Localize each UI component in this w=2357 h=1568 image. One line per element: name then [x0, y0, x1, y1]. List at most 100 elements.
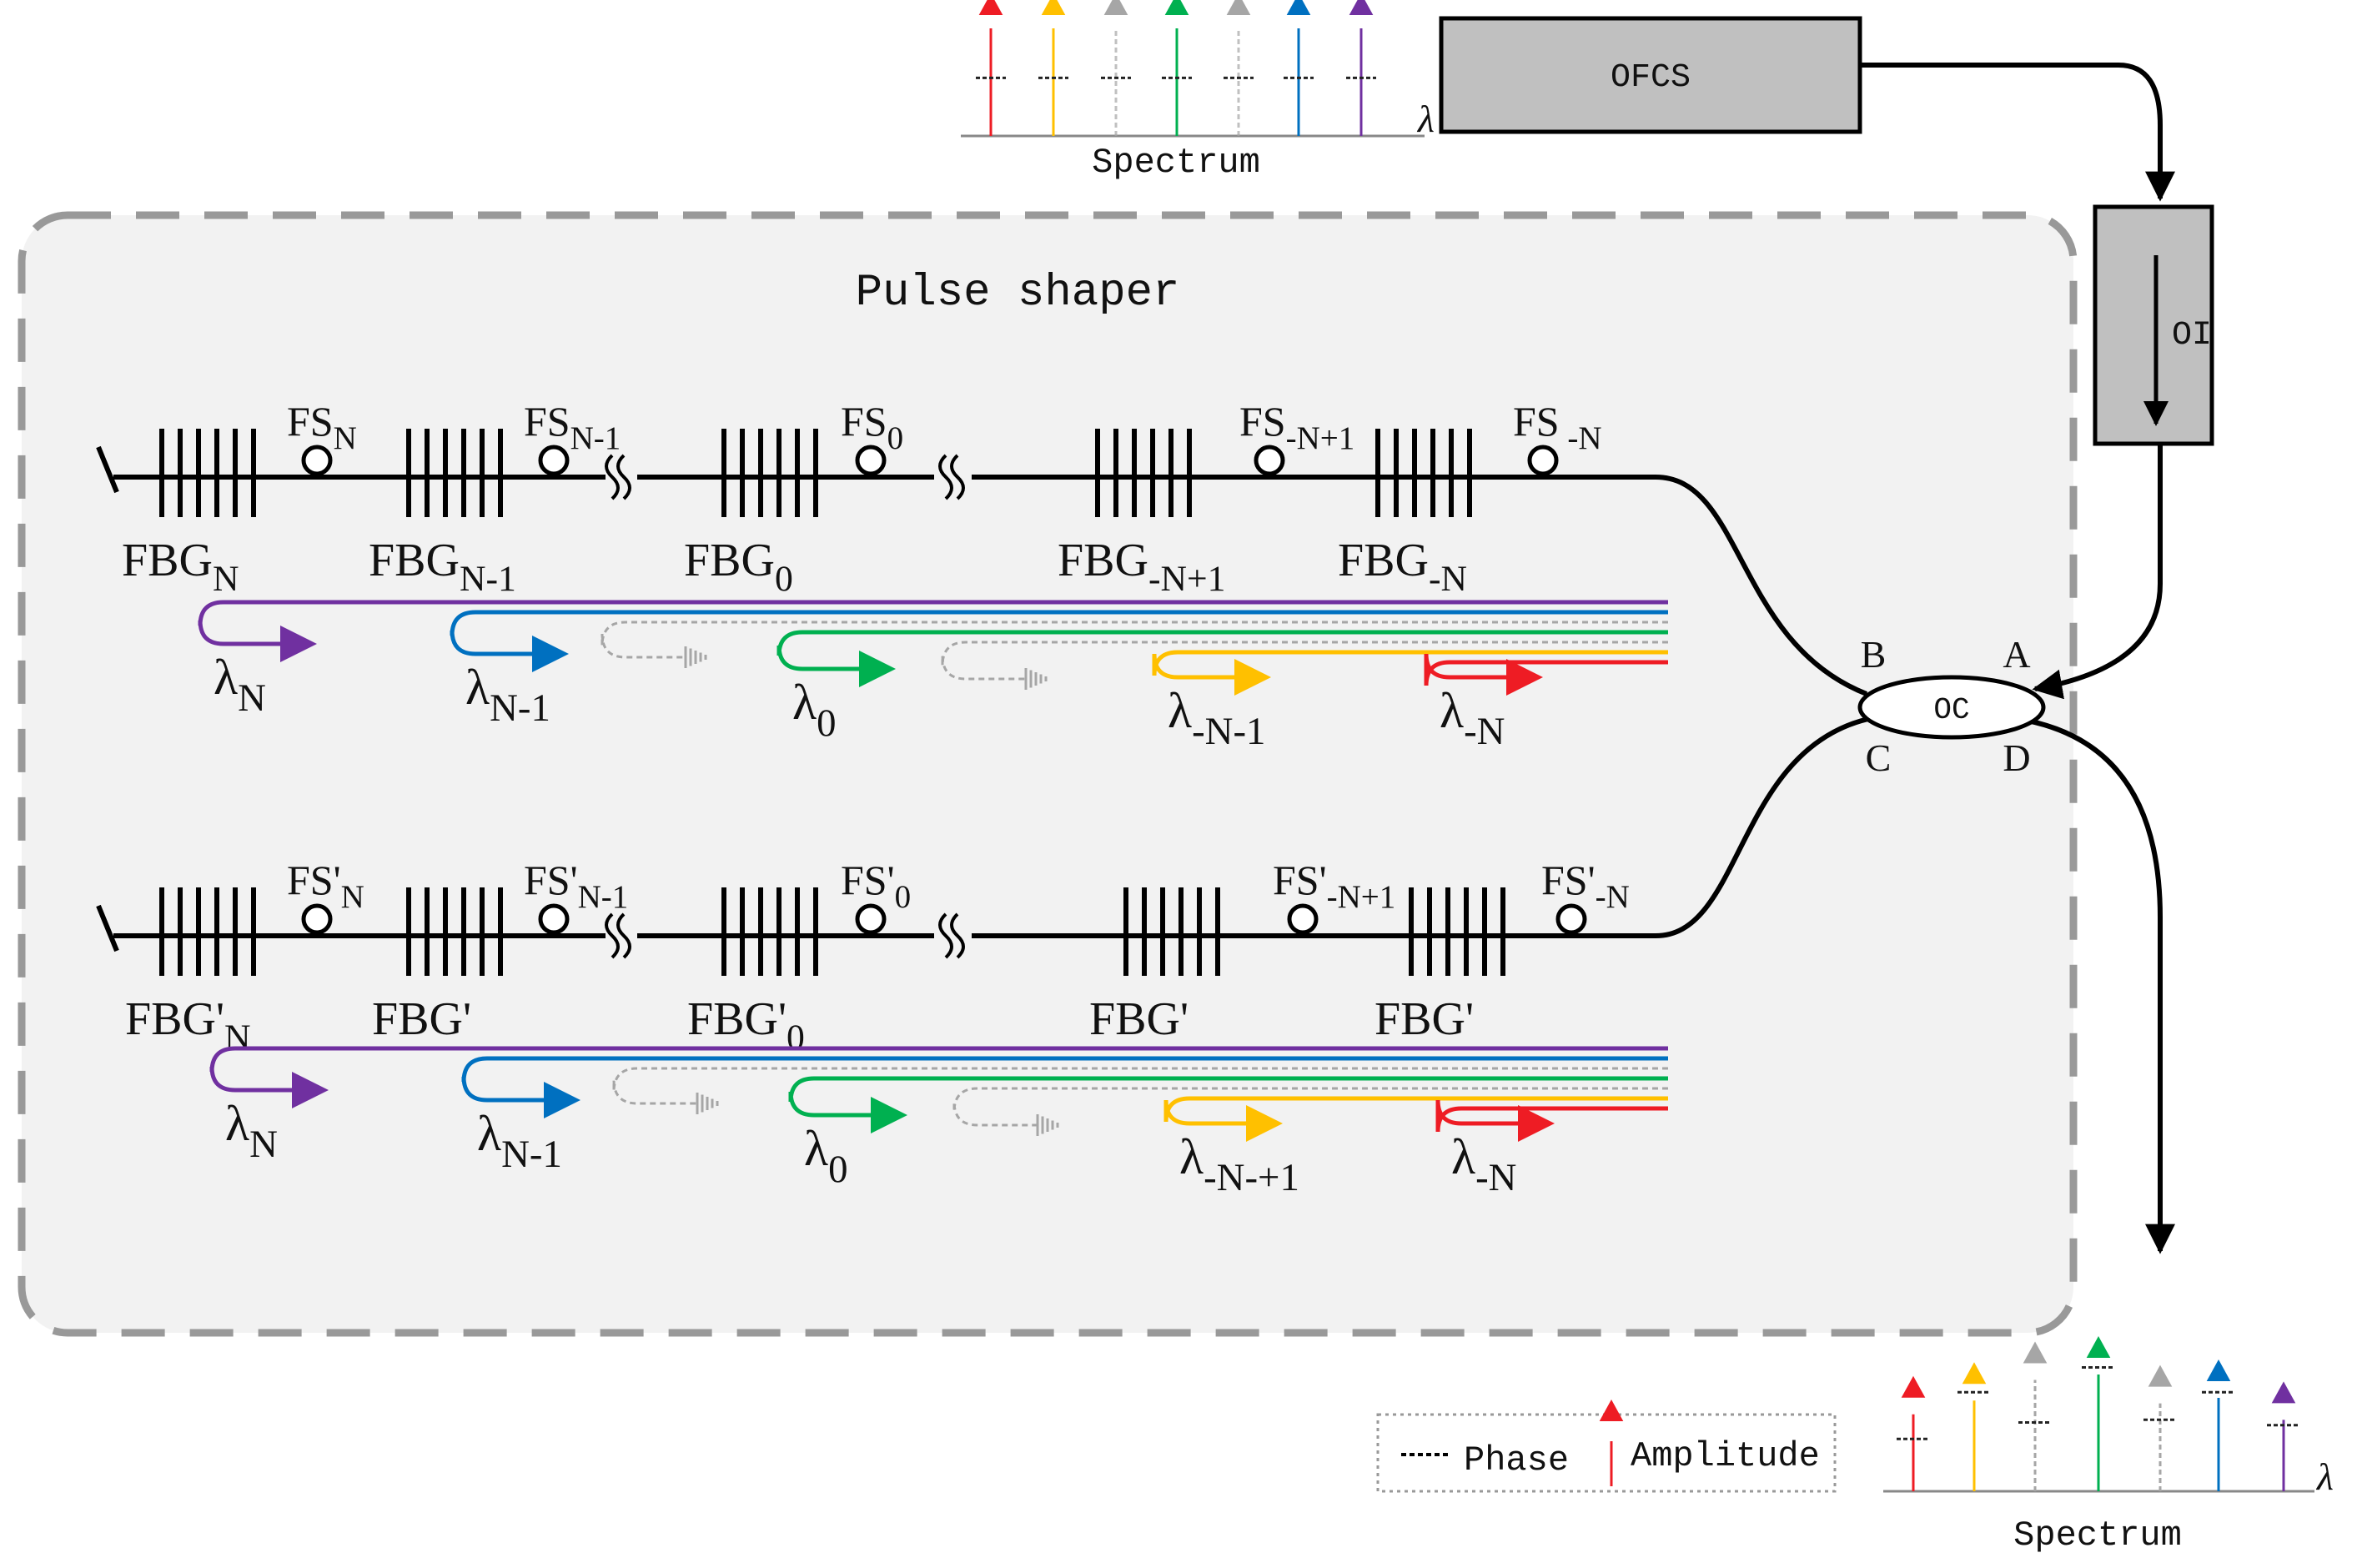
- fiber-break-mark: [950, 454, 965, 500]
- oi-to-coupler-fiber: [2032, 444, 2163, 700]
- reflection-path-gray: [952, 1087, 1668, 1127]
- comb-arrowhead: [1103, 0, 1128, 15]
- lambda-axis-label: λ: [2315, 1455, 2334, 1498]
- reflection-path-yellow: [1163, 1096, 1668, 1126]
- fiber-break-mark: [938, 454, 953, 500]
- fs-label: FSN-1: [524, 398, 621, 456]
- amplitude-legend-arrowhead: [1599, 1400, 1624, 1421]
- upper-line-to-coupler: [1543, 475, 1868, 696]
- phase-shifter-circle: [1555, 903, 1587, 935]
- optical-coupler: [1857, 675, 2046, 740]
- fs-label: FS0: [841, 398, 903, 456]
- fiber-terminator: [96, 445, 119, 494]
- fs-label: FS'N: [287, 857, 364, 915]
- port-a-label: A: [2003, 633, 2030, 676]
- lambda-label: λN: [225, 1096, 278, 1166]
- comb-arrowhead: [1286, 0, 1311, 15]
- fiber-break-mark: [938, 912, 953, 959]
- lambda-label: λ-N: [1440, 683, 1505, 753]
- port-b-label: B: [1861, 633, 1887, 676]
- lambda-label: λ-N-+1: [1179, 1129, 1299, 1199]
- fbg-label: FBG-N: [1338, 535, 1467, 599]
- reflection-arrowhead: [532, 636, 569, 672]
- reflection-path-red: [1424, 653, 1668, 686]
- reflection-path-gray: [612, 1067, 1668, 1105]
- comb-arrowhead: [2206, 1359, 2231, 1381]
- ofcs-box: [1439, 16, 1862, 134]
- lambda-label: λ-N-1: [1168, 683, 1265, 753]
- lambda-label: λN-1: [465, 660, 550, 730]
- reflection-arrowhead: [1246, 1105, 1283, 1142]
- reflection-path-green: [788, 1076, 1668, 1118]
- fiber-break-mark: [605, 912, 620, 959]
- reflection-path-red: [1435, 1099, 1668, 1133]
- phase-shifter-circle: [855, 903, 887, 935]
- reflection-path-purple: [209, 1046, 1668, 1093]
- fbg-label: FBG0: [684, 535, 793, 599]
- spectrum-label: Spectrum: [1092, 143, 1260, 183]
- reflection-arrowhead: [1518, 1105, 1555, 1142]
- fbg-label: FBG': [1089, 993, 1189, 1045]
- reflection-arrowhead: [544, 1082, 580, 1118]
- lambda-label: λ0: [804, 1121, 848, 1191]
- lambda-axis-label: λ: [1416, 98, 1435, 140]
- fs-label: FS'N-1: [524, 857, 628, 915]
- fiber-break-mark: [950, 912, 965, 959]
- lambda-label: λ0: [792, 675, 837, 745]
- fiber-break-mark: [616, 454, 631, 500]
- phase-shifter-circle: [301, 445, 333, 476]
- fs-label: FS-N+1: [1239, 398, 1354, 456]
- phase-shifter-circle: [855, 445, 887, 476]
- fbg-label: FBGN: [122, 535, 239, 599]
- fbg-label: FBG-N+1: [1058, 535, 1225, 599]
- phase-shifter-circle: [1287, 903, 1319, 935]
- lambda-label: λ-N: [1451, 1129, 1516, 1199]
- fs-label: FS'-N: [1541, 857, 1630, 915]
- comb-arrowhead: [1164, 0, 1189, 15]
- reflection-path-blue: [461, 1056, 1668, 1103]
- reflection-path-yellow: [1152, 650, 1668, 680]
- coupler-label: OC: [1933, 693, 1969, 727]
- amplitude-legend-label: Amplitude: [1631, 1436, 1820, 1476]
- reflection-path-green: [776, 630, 1668, 671]
- phase-shifter-circle: [1527, 445, 1559, 476]
- fiber-terminator: [96, 904, 119, 952]
- comb-arrowhead: [2271, 1381, 2296, 1404]
- phase-shifter-circle: [538, 903, 570, 935]
- fs-label: FS'0: [841, 857, 911, 915]
- phase-shifter-circle: [1254, 445, 1285, 476]
- reflection-arrowhead: [1506, 659, 1543, 696]
- reflection-path-blue: [450, 610, 1668, 656]
- reflection-path-purple: [198, 600, 1668, 646]
- comb-arrowhead: [1226, 0, 1251, 15]
- pulse-shaper-panel: [18, 211, 2078, 1337]
- oi-label: OI: [2172, 317, 2212, 354]
- comb-arrowhead: [978, 0, 1003, 15]
- phase-shifter-circle: [538, 445, 570, 476]
- reflection-arrowhead: [280, 626, 317, 662]
- upper-fbg-branch: FBGN FBGN-1 FBG0 FBG-N+1 FBG-N FSN FSN-1 FS0 FS-…: [96, 398, 1668, 753]
- comb-arrowhead: [1962, 1362, 1987, 1385]
- reflection-arrowhead: [292, 1072, 329, 1108]
- comb-arrowhead: [2023, 1341, 2048, 1364]
- reflection-path-gray: [601, 621, 1668, 659]
- comb-arrowhead: [2086, 1335, 2111, 1358]
- comb-arrowhead: [1041, 0, 1066, 15]
- spectrum-label: Spectrum: [2013, 1515, 2182, 1555]
- amplitude-legend-icon: [1599, 1400, 1624, 1486]
- lambda-label: λN: [214, 650, 266, 720]
- comb-arrowhead: [2148, 1364, 2173, 1387]
- reflection-arrowhead: [859, 651, 896, 687]
- fbg-label: FBG': [372, 993, 471, 1045]
- fbg-label: FBG': [1374, 993, 1474, 1045]
- reflection-arrowhead: [1234, 659, 1271, 696]
- comb-arrowhead: [1349, 0, 1374, 15]
- ofcs-label: OFCS: [1611, 59, 1691, 97]
- fbg-label: FBGN-1: [369, 535, 516, 599]
- fs-label: FS'-N+1: [1273, 857, 1395, 915]
- fs-label: FSN: [287, 398, 357, 456]
